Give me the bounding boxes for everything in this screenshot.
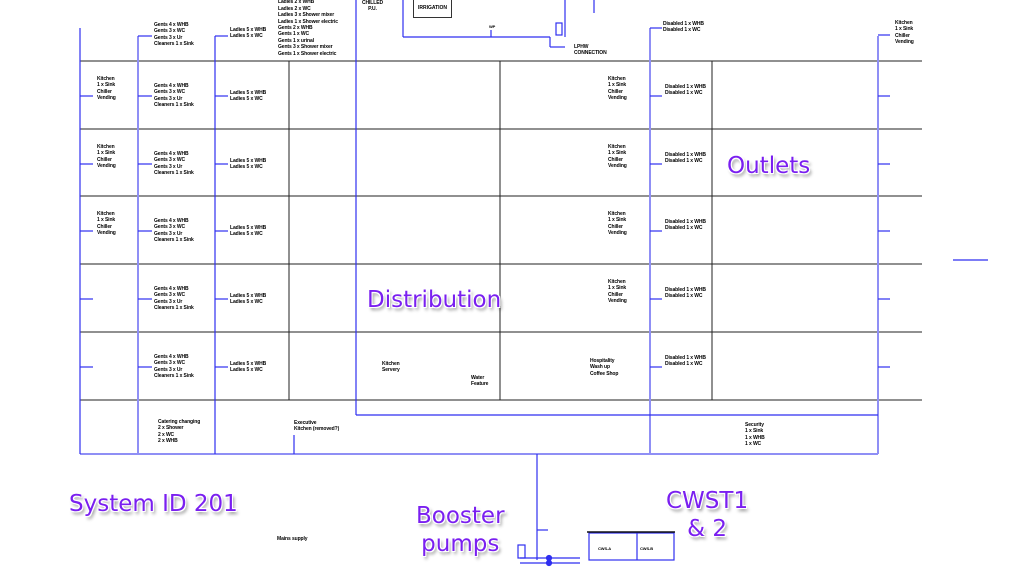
row-2-gents: Gents 4 x WHB Gents 3 x WC Gents 3 x Ur … [154,151,194,177]
risers [79,0,988,567]
tank-b-label: CWS-B [640,546,654,551]
branch-stubs [80,95,890,368]
row-2-disabled: Disabled 1 x WHB Disabled 1 x WC [665,152,706,165]
tank-a-label: CWS-A [598,546,612,551]
catering-changing: Catering changing 2 x Shower 2 x WC 2 x … [158,419,201,445]
row-4-kitchen-mid: Kitchen 1 x Sink Chiller Vending [608,279,627,305]
risers-light [80,28,879,455]
row-5-ladies: Ladies 5 x WHB Ladies 5 x WC [230,361,267,374]
top-ladies-outlets: Ladies 5 x WHB Ladies 5 x WC [230,27,267,40]
row-4-ladies: Ladies 5 x WHB Ladies 5 x WC [230,293,267,306]
row-3-ladies: Ladies 5 x WHB Ladies 5 x WC [230,225,267,238]
row-4-gents: Gents 4 x WHB Gents 3 x WC Gents 3 x Ur … [154,286,194,312]
top-disabled-outlets: Disabled 1 x WHB Disabled 1 x WC [663,21,704,34]
annotation-system-id: System ID 201 [69,491,238,517]
row-3-gents: Gents 4 x WHB Gents 3 x WC Gents 3 x Ur … [154,218,194,244]
row-5-hospitality: Hospitality Wash up Coffee Shop [590,358,619,377]
lphw-connection: LPHW CONNECTION [574,44,607,57]
row-2-kitchen-mid: Kitchen 1 x Sink Chiller Vending [608,144,627,170]
row-3-kitchen-left: Kitchen 1 x Sink Chiller Vending [97,211,116,237]
wp-label: WP [489,24,496,29]
annotation-outlets: Outlets [727,153,811,179]
row-5-disabled: Disabled 1 x WHB Disabled 1 x WC [665,355,706,368]
row-1-kitchen-left: Kitchen 1 x Sink Chiller Vending [97,76,116,102]
floor-grid [80,60,922,401]
row-2-ladies: Ladies 5 x WHB Ladies 5 x WC [230,158,267,171]
row-3-kitchen-mid: Kitchen 1 x Sink Chiller Vending [608,211,627,237]
row-1-gents: Gents 4 x WHB Gents 3 x WC Gents 3 x Ur … [154,83,194,109]
security-outlets: Security 1 x Sink 1 x WHB 1 x WC [745,422,765,448]
row-5-water-feature: Water Feature [471,375,489,388]
annotation-distribution: Distribution [367,287,502,313]
top-kitchen-outlets: Kitchen 1 x Sink Chiller Vending [895,20,914,46]
annotation-cwst: CWST1 & 2 [666,488,749,542]
row-1-ladies: Ladies 5 x WHB Ladies 5 x WC [230,90,267,103]
row-5-gents: Gents 4 x WHB Gents 3 x WC Gents 3 x Ur … [154,354,194,380]
gym-outlets: Gym Ladies 2 x WHB Ladies 2 x WC Ladies … [278,0,338,57]
row-2-kitchen-left: Kitchen 1 x Sink Chiller Vending [97,144,116,170]
chilled-pu: CHILLED P.U. [362,0,383,13]
row-5-servery: Kitchen Servery [382,361,400,374]
row-1-kitchen-mid: Kitchen 1 x Sink Chiller Vending [608,76,627,102]
annotation-booster-pumps: Booster pumps [416,503,505,557]
row-3-disabled: Disabled 1 x WHB Disabled 1 x WC [665,219,706,232]
top-gents-outlets: Gents 4 x WHB Gents 3 x WC Gents 3 x Ur … [154,22,194,48]
mains-supply: Mains supply [277,536,308,542]
executive-kitchen: Executive Kitchen (removed?) [294,420,340,433]
irrigation-box: IRRIGATION [413,0,452,18]
row-1-disabled: Disabled 1 x WHB Disabled 1 x WC [665,84,706,97]
row-4-disabled: Disabled 1 x WHB Disabled 1 x WC [665,287,706,300]
